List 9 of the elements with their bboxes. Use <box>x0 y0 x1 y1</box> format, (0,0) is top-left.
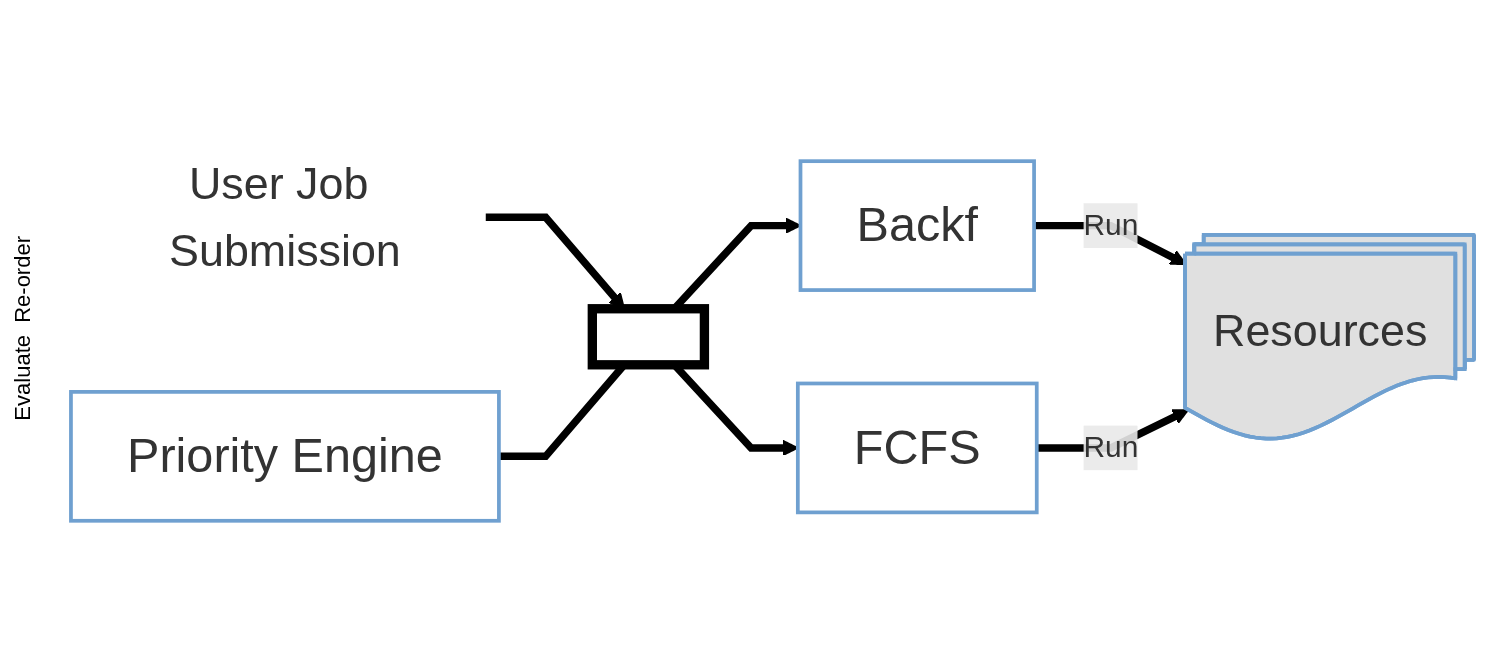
node-text: User Job Submission <box>169 157 401 276</box>
node-bar <box>587 304 710 370</box>
node-box: FCFS <box>795 381 1039 515</box>
rotated-label: Evaluate <box>10 335 36 421</box>
node-box: Backf <box>798 159 1036 293</box>
edge-label: Run <box>1083 431 1139 463</box>
edge-label: Run <box>1083 208 1139 241</box>
node-box: Priority Engine <box>69 390 501 523</box>
rotated-label: Re-order <box>10 236 36 324</box>
